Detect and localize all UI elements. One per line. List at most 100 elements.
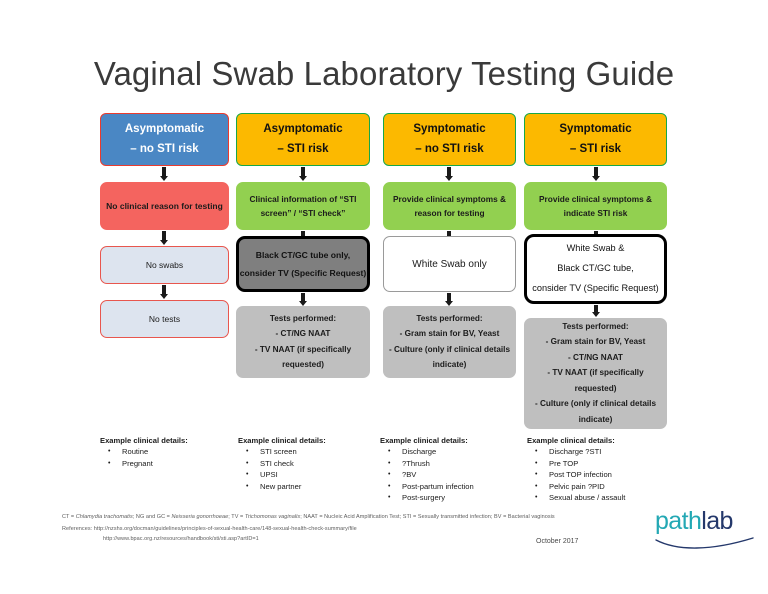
- examples-symptomatic-no-sti-risk: Example clinical details: Discharge ?Thr…: [380, 436, 474, 504]
- arrow-down: [296, 167, 310, 181]
- reference-url-2[interactable]: http://www.bpac.org.nz/resources/handboo…: [103, 536, 259, 542]
- header-line-1: Symptomatic: [559, 122, 632, 135]
- step-box-no-swabs[interactable]: No swabs: [100, 246, 229, 284]
- abbrev-part-3: ; TV =: [228, 514, 245, 520]
- header-line-2: – no STI risk: [130, 143, 199, 155]
- list-item: UPSI: [238, 469, 326, 481]
- step-line: Black CT/GC tube only,: [255, 249, 351, 260]
- arrow-down: [442, 293, 456, 306]
- step-box-no-tests[interactable]: No tests: [100, 300, 229, 338]
- step-line: - Gram stain for BV, Yeast: [399, 329, 500, 339]
- step-line: Clinical information of “STI: [249, 194, 357, 205]
- logo-wordmark: pathlab: [655, 509, 755, 534]
- arrow-down: [589, 167, 603, 181]
- header-line-1: Asymptomatic: [263, 122, 343, 135]
- examples-list: Routine Pregnant: [100, 446, 188, 469]
- list-item: New partner: [238, 481, 326, 493]
- abbrev-part-4: ; NAAT = Nucleic Acid Amplification Test…: [300, 514, 555, 520]
- arrow-down: [157, 167, 171, 181]
- step-line: No swabs: [145, 259, 184, 270]
- list-item: Post-surgery: [380, 492, 474, 504]
- list-item: Pregnant: [100, 458, 188, 470]
- step-box-tests-performed-col4[interactable]: Tests performed: - Gram stain for BV, Ye…: [524, 318, 667, 429]
- step-line: - TV NAAT (if specifically: [547, 368, 644, 378]
- footer-references-line-1: References: http://nzshs.org/docman/guid…: [62, 526, 357, 532]
- step-box-black-ct-gc-tube[interactable]: Black CT/GC tube only, consider TV (Spec…: [236, 236, 370, 292]
- examples-list: Discharge ?Thrush ?BV Post-partum infect…: [380, 446, 474, 504]
- step-box-provide-symptoms-indicate-risk[interactable]: Provide clinical symptoms & indicate STI…: [524, 182, 667, 230]
- step-box-provide-symptoms-reason[interactable]: Provide clinical symptoms & reason for t…: [383, 182, 516, 230]
- step-line: - TV NAAT (if specifically: [254, 344, 352, 354]
- list-item: ?Thrush: [380, 458, 474, 470]
- arrow-down: [442, 167, 456, 181]
- step-line: indicate STI risk: [563, 207, 628, 218]
- list-item: Sexual abuse / assault: [527, 492, 625, 504]
- step-line: reason for testing: [414, 207, 485, 218]
- list-item: Pelvic pain ?PID: [527, 481, 625, 493]
- step-line: consider TV (Specific Request): [239, 267, 367, 278]
- step-line: - CT/NG NAAT: [275, 329, 331, 339]
- header-box-asymptomatic-sti-risk[interactable]: Asymptomatic – STI risk: [236, 113, 370, 166]
- step-line: requested): [282, 360, 324, 370]
- step-line: consider TV (Specific Request): [532, 282, 659, 293]
- step-line: - Gram stain for BV, Yeast: [545, 337, 646, 347]
- header-line-2: – no STI risk: [415, 143, 484, 155]
- list-item: STI check: [238, 458, 326, 470]
- arrow-down: [589, 305, 603, 317]
- arrow-down: [157, 231, 171, 245]
- examples-heading: Example clinical details:: [527, 436, 615, 445]
- step-line: No tests: [148, 313, 181, 324]
- step-box-tests-performed-col3[interactable]: Tests performed: - Gram stain for BV, Ye…: [383, 306, 516, 378]
- footer-abbreviations: CT = Chlamydia trachomatis; NG and GC = …: [62, 514, 555, 520]
- header-box-asymptomatic-no-sti-risk[interactable]: Asymptomatic – no STI risk: [100, 113, 229, 166]
- header-line-1: Symptomatic: [413, 122, 486, 135]
- header-line-1: Asymptomatic: [124, 122, 205, 135]
- footer-references-line-2: http://www.bpac.org.nz/resources/handboo…: [103, 536, 259, 542]
- step-line: requested): [574, 383, 617, 393]
- step-line: Tests performed:: [269, 313, 337, 323]
- arrow-down: [296, 293, 310, 306]
- examples-heading: Example clinical details:: [100, 436, 188, 445]
- examples-list: Discharge ?STI Pre TOP Post TOP infectio…: [527, 446, 625, 504]
- references-label: References:: [62, 526, 94, 532]
- step-line: - CT/NG NAAT: [568, 352, 623, 362]
- step-box-clinical-information-sti-screen[interactable]: Clinical information of “STI screen” / “…: [236, 182, 370, 230]
- step-line: Tests performed:: [562, 321, 629, 331]
- examples-symptomatic-sti-risk: Example clinical details: Discharge ?STI…: [527, 436, 625, 504]
- abbrev-part-1: CT =: [62, 514, 76, 520]
- step-line: indicate): [432, 360, 467, 370]
- examples-asymptomatic-no-sti-risk: Example clinical details: Routine Pregna…: [100, 436, 188, 469]
- step-box-white-swab-only[interactable]: White Swab only: [383, 236, 516, 292]
- step-line: No clinical reason for testing: [106, 200, 223, 211]
- step-box-white-swab-and-black-tube[interactable]: White Swab & Black CT/GC tube, consider …: [524, 234, 667, 304]
- step-box-no-clinical-reason[interactable]: No clinical reason for testing: [100, 182, 229, 230]
- step-line: - Culture (only if clinical details: [388, 344, 510, 354]
- reference-url-1[interactable]: http://nzshs.org/docman/guidelines/princ…: [93, 526, 357, 532]
- step-line: White Swab &: [566, 243, 625, 254]
- abbrev-italic-1: Chlamydia trachomatis: [75, 514, 133, 520]
- abbrev-part-2: ; NG and GC =: [132, 514, 172, 520]
- list-item: ?BV: [380, 469, 474, 481]
- list-item: Post-partum infection: [380, 481, 474, 493]
- header-box-symptomatic-no-sti-risk[interactable]: Symptomatic – no STI risk: [383, 113, 516, 166]
- list-item: Routine: [100, 446, 188, 458]
- list-item: Discharge ?STI: [527, 446, 625, 458]
- step-box-tests-performed-col2[interactable]: Tests performed: - CT/NG NAAT - TV NAAT …: [236, 306, 370, 378]
- logo-wave-icon: [655, 537, 754, 549]
- header-line-2: – STI risk: [569, 143, 622, 155]
- list-item: Post TOP infection: [527, 469, 625, 481]
- list-item: Discharge: [380, 446, 474, 458]
- examples-heading: Example clinical details:: [238, 436, 326, 445]
- header-box-symptomatic-sti-risk[interactable]: Symptomatic – STI risk: [524, 113, 667, 166]
- step-line: White Swab only: [412, 258, 487, 270]
- step-line: Black CT/GC tube,: [557, 263, 634, 274]
- document-date: October 2017: [536, 538, 579, 545]
- examples-list: STI screen STI check UPSI New partner: [238, 446, 326, 492]
- list-item: STI screen: [238, 446, 326, 458]
- step-line: Tests performed:: [416, 313, 483, 323]
- step-line: screen” / “STI check”: [260, 207, 346, 218]
- logo-text-lab: lab: [701, 507, 733, 535]
- pathlab-logo: pathlab: [655, 509, 755, 551]
- list-item: Pre TOP: [527, 458, 625, 470]
